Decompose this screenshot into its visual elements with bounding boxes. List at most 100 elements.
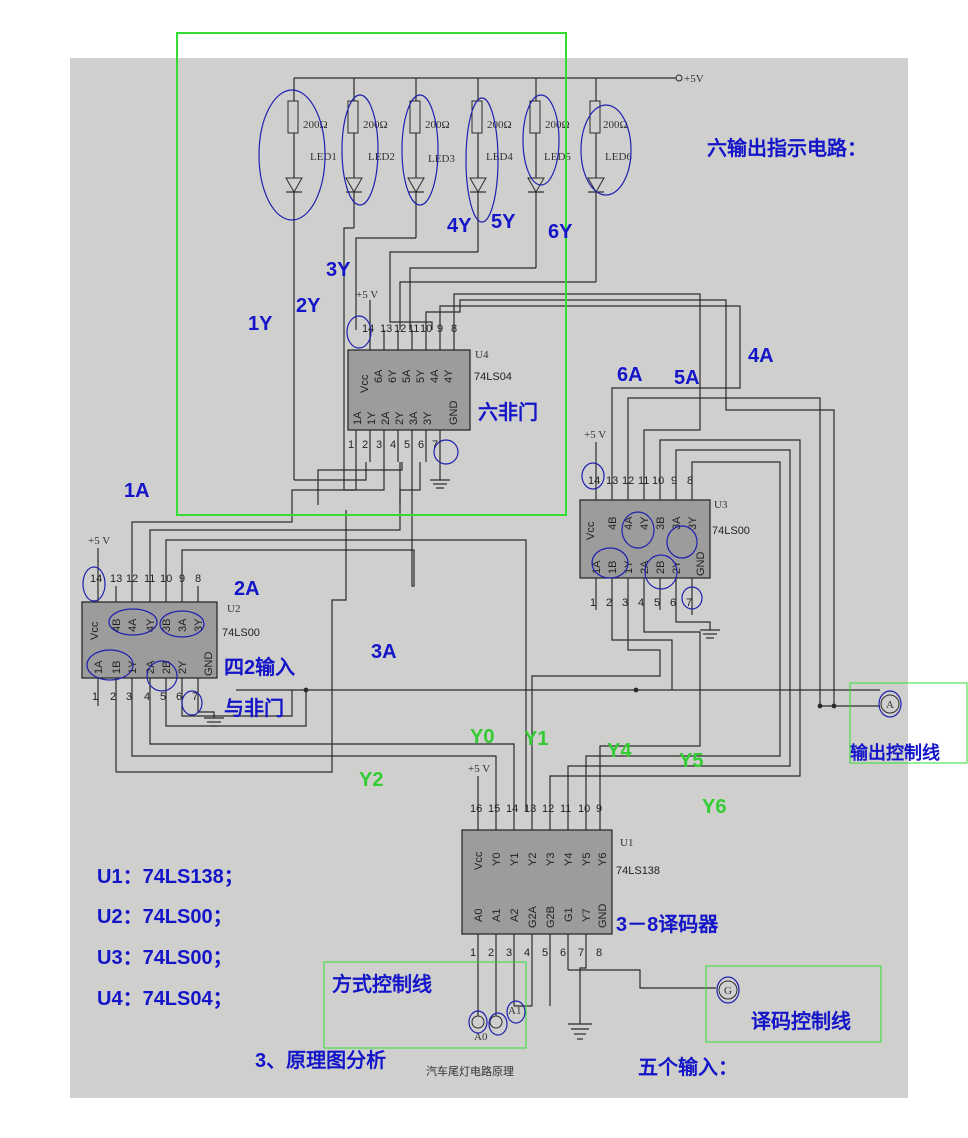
net-labels-green: Y0 Y1 Y2 Y4 Y5 Y6 bbox=[359, 726, 726, 818]
u4-pin-11: 11 bbox=[408, 323, 419, 335]
supply-rail: +5V bbox=[294, 73, 704, 85]
chip-list-u2: U2：74LS00； bbox=[97, 906, 233, 928]
u3-pin-13: 13 bbox=[606, 475, 618, 487]
u1-pin-11: 11 bbox=[560, 803, 571, 815]
svg-text:GND: GND bbox=[203, 652, 215, 677]
svg-text:A0: A0 bbox=[473, 909, 485, 922]
led-4-label: LED4 bbox=[486, 151, 513, 163]
u1-ground-symbol bbox=[568, 960, 592, 1040]
u1-pin-6: 6 bbox=[560, 947, 566, 959]
u3-pin-14: 14 bbox=[588, 475, 600, 487]
highlight-boxes bbox=[176, 32, 968, 1049]
svg-text:2Y: 2Y bbox=[177, 660, 189, 674]
svg-text:Vcc: Vcc bbox=[473, 851, 485, 870]
u1-pin-8: 8 bbox=[596, 947, 602, 959]
u1-pin-14: 14 bbox=[506, 803, 518, 815]
resistor-5-label: 200Ω bbox=[545, 119, 570, 131]
u4-pin-6: 6 bbox=[418, 439, 424, 451]
svg-text:3Y: 3Y bbox=[193, 618, 205, 632]
u1-pin-1: 1 bbox=[470, 947, 476, 959]
led-6-label: LED6 bbox=[605, 151, 632, 163]
decode-control-symbol: G bbox=[724, 985, 732, 997]
u1-pin-4: 4 bbox=[524, 947, 530, 959]
net-label-y6: Y6 bbox=[702, 796, 726, 818]
u1-internal-labels: Vcc Y0 Y1 Y2 Y3 Y4 Y5 Y6 A0 A1 A2 G2A G2… bbox=[473, 851, 609, 928]
u2-designator: U2 bbox=[227, 603, 240, 615]
svg-text:Y5: Y5 bbox=[581, 853, 593, 866]
svg-text:4Y: 4Y bbox=[145, 618, 157, 632]
led-3: 200Ω LED3 bbox=[407, 78, 455, 238]
net-label-4a: 4A bbox=[748, 345, 774, 367]
u1-part-name: 74LS138 bbox=[616, 865, 660, 877]
u4-ground-symbol bbox=[430, 470, 450, 489]
u1-pin-7: 7 bbox=[578, 947, 584, 959]
u1-function-label: 3－8译码器 bbox=[616, 913, 719, 936]
svg-text:2Y: 2Y bbox=[394, 411, 406, 425]
u4-pin-5: 5 bbox=[404, 439, 410, 451]
u1-pin-9: 9 bbox=[596, 803, 602, 815]
u2-pin-7: 7 bbox=[192, 691, 198, 703]
svg-text:3Y: 3Y bbox=[422, 411, 434, 425]
u2-function-label-2: 与非门 bbox=[224, 696, 284, 720]
net-label-y4: Y4 bbox=[607, 740, 632, 762]
net-label-4y: 4Y bbox=[447, 215, 472, 237]
svg-text:2A: 2A bbox=[380, 411, 392, 425]
u2-pin-13: 13 bbox=[110, 573, 122, 585]
svg-text:4Y: 4Y bbox=[639, 516, 651, 530]
interconnect-wires bbox=[115, 293, 880, 1007]
resistor-2-label: 200Ω bbox=[363, 119, 388, 131]
u3-designator: U3 bbox=[714, 499, 728, 511]
u3-pin-11: 11 bbox=[638, 475, 649, 487]
net-label-3a: 3A bbox=[371, 641, 397, 663]
svg-text:G2B: G2B bbox=[545, 906, 557, 928]
chip-u2: 14 13 12 11 10 9 8 1 2 3 4 5 6 7 Vcc 4B … bbox=[81, 535, 260, 727]
svg-text:3A: 3A bbox=[671, 516, 683, 530]
u3-pin-12: 12 bbox=[622, 475, 634, 487]
u2-ground-symbol bbox=[197, 706, 224, 727]
u4-pin-3: 3 bbox=[376, 439, 382, 451]
net-label-5a: 5A bbox=[674, 367, 700, 389]
svg-text:G1: G1 bbox=[563, 907, 575, 922]
svg-text:GND: GND bbox=[695, 552, 707, 577]
svg-text:4Y: 4Y bbox=[443, 369, 455, 383]
svg-text:Y6: Y6 bbox=[597, 853, 609, 866]
svg-text:3A: 3A bbox=[408, 411, 420, 425]
chip-list-u1: U1：74LS138； bbox=[97, 866, 244, 888]
mode-symbol-a0: A0 bbox=[474, 1031, 488, 1043]
u2-pin-1: 1 bbox=[92, 691, 98, 703]
net-label-y5: Y5 bbox=[679, 750, 703, 772]
u3-pin-2: 2 bbox=[606, 597, 612, 609]
u1-pin-5: 5 bbox=[542, 947, 548, 959]
svg-text:3Y: 3Y bbox=[687, 516, 699, 530]
svg-text:4B: 4B bbox=[111, 619, 123, 632]
svg-text:Y7: Y7 bbox=[581, 909, 593, 922]
led-4: 200Ω LED4 bbox=[469, 78, 513, 252]
net-label-6a: 6A bbox=[617, 364, 643, 386]
net-labels-blue: 1Y 2Y 3Y 4Y 5Y 6Y 1A 2A 3A 4A 5A 6A bbox=[124, 211, 774, 663]
u3-part-name: 74LS00 bbox=[712, 525, 750, 537]
output-control-label: 输出控制线 bbox=[850, 742, 940, 763]
led-1: 200Ω LED1 bbox=[285, 78, 337, 480]
u1-pin-12: 12 bbox=[542, 803, 554, 815]
decode-control-label: 译码控制线 bbox=[751, 1009, 851, 1033]
u1-pin-16: 16 bbox=[470, 803, 482, 815]
led-2: 200Ω LED2 bbox=[345, 78, 395, 228]
u3-ground-symbol bbox=[675, 610, 720, 639]
svg-text:2A: 2A bbox=[639, 560, 651, 574]
u3-vcc-label: +5 V bbox=[584, 429, 606, 441]
u2-pin-2: 2 bbox=[110, 691, 116, 703]
svg-text:4A: 4A bbox=[623, 516, 635, 530]
u4-pin-13: 13 bbox=[380, 323, 392, 335]
svg-text:Y2: Y2 bbox=[527, 853, 539, 866]
svg-text:1B: 1B bbox=[111, 661, 123, 674]
svg-text:Y1: Y1 bbox=[509, 853, 521, 866]
svg-text:G2A: G2A bbox=[527, 905, 539, 928]
net-label-3y: 3Y bbox=[326, 259, 351, 281]
u1-pin-13: 13 bbox=[524, 803, 536, 815]
u4-designator: U4 bbox=[475, 349, 489, 361]
u4-pin-4: 4 bbox=[390, 439, 396, 451]
net-label-1a: 1A bbox=[124, 480, 150, 502]
svg-text:Vcc: Vcc bbox=[585, 521, 597, 540]
u2-pin-8: 8 bbox=[195, 573, 201, 585]
